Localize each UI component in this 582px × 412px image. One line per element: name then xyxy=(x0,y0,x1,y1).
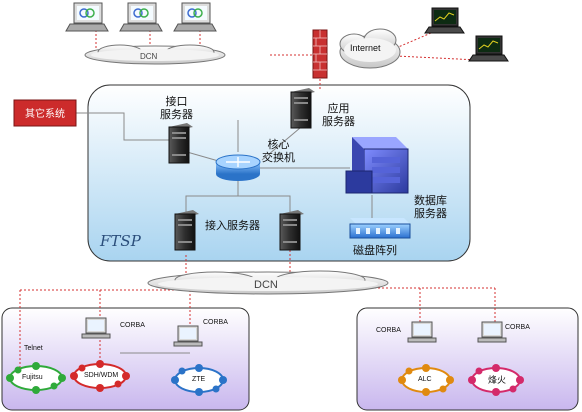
top-dcn-label: DCN xyxy=(140,52,158,61)
interface-server-label: 接口服务器 xyxy=(160,95,193,121)
protocol-label: Telnet xyxy=(24,345,43,352)
workstation-icon xyxy=(173,325,203,347)
top-dcn-cloud xyxy=(84,44,226,65)
laptop-icon xyxy=(119,2,163,32)
workstation-icon xyxy=(407,321,437,343)
database-server-icon xyxy=(345,137,409,194)
access-server-label: 接入服务器 xyxy=(205,219,260,232)
protocol-label: CORBA xyxy=(505,324,530,331)
other-system-box xyxy=(13,99,77,127)
access-server-icon xyxy=(279,210,304,251)
ring-network-icon xyxy=(468,364,524,396)
mid-dcn-label: DCN xyxy=(254,279,278,291)
workstation-icon xyxy=(477,321,507,343)
core-switch-label: 核心交换机 xyxy=(262,138,295,164)
ring-network-icon xyxy=(6,362,66,394)
right-network-region xyxy=(356,307,579,411)
internal-links xyxy=(75,112,373,354)
internet-label: Internet xyxy=(350,43,381,53)
laptop-icon xyxy=(468,35,509,62)
ring-label: ZTE xyxy=(192,376,206,383)
protocol-label: CORBA xyxy=(120,322,145,329)
laptop-icon xyxy=(173,2,217,32)
laptop-icon xyxy=(424,7,465,34)
ring-label: Fujitsu xyxy=(22,374,43,381)
laptop-icon xyxy=(65,2,109,32)
app-server-icon xyxy=(290,88,315,129)
protocol-label: CORBA xyxy=(203,319,228,326)
db-server-label: 数据库服务器 xyxy=(414,194,447,220)
mid-dcn-cloud xyxy=(147,270,389,295)
disk-array-icon xyxy=(349,218,411,239)
ring-label: SDH/WDM xyxy=(84,372,119,379)
firewall-icon xyxy=(312,29,328,79)
ring-network-icon xyxy=(70,360,130,392)
ftsp-region xyxy=(87,84,471,262)
ring-label: 烽火 xyxy=(488,375,507,385)
disk-array-label: 磁盘阵列 xyxy=(353,244,397,257)
ring-network-icon xyxy=(398,364,454,396)
other-system-label: 其它系统 xyxy=(25,107,65,120)
router-icon xyxy=(215,154,261,181)
app-server-label: 应用服务器 xyxy=(322,102,355,128)
ftsp-label: FTSP xyxy=(100,232,141,250)
workstation-icon xyxy=(81,317,111,339)
ring-label: ALC xyxy=(418,376,432,383)
interface-server-icon xyxy=(168,123,193,164)
access-server-icon xyxy=(174,210,199,251)
ring-network-icon xyxy=(171,364,227,396)
protocol-label: CORBA xyxy=(376,327,401,334)
internet-cloud xyxy=(339,28,401,69)
